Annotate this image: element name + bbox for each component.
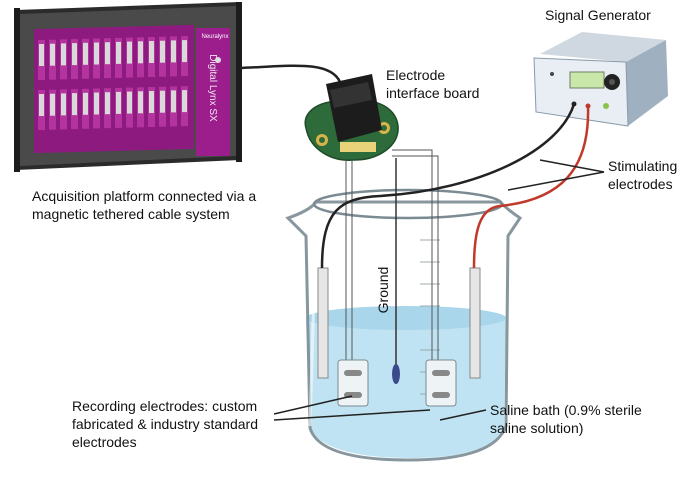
rack-module-connector <box>149 41 154 63</box>
rack-module-connector <box>83 92 88 115</box>
rack-module-connector <box>149 91 154 113</box>
device-logo-text: Neuralynx <box>201 34 228 40</box>
saline-label-line2: saline solution) <box>490 420 584 436</box>
electrode-board-label-line1: Electrode <box>386 67 446 83</box>
rack-module-connector <box>171 90 176 113</box>
rack-module-connector <box>39 44 44 66</box>
rack-module-connector <box>50 93 55 116</box>
rack-module-connector <box>105 42 110 65</box>
rack-module-connector <box>127 41 132 64</box>
electrode-board-label: Electrode interface board <box>386 66 479 102</box>
saline-label-line1: Saline bath (0.9% sterile <box>490 402 642 418</box>
stimulating-label-line1: Stimulating <box>608 158 678 174</box>
stimulating-label-line2: electrodes <box>608 176 673 192</box>
saline-bath-label: Saline bath (0.9% sterile saline solutio… <box>490 401 642 437</box>
rack-module-connector <box>61 43 66 66</box>
acquisition-platform: Digital Lynx SX Neuralynx <box>14 2 242 172</box>
rack-module-connector <box>127 91 132 114</box>
rack-module-connector <box>50 43 55 66</box>
recording-electrode-right <box>425 359 457 407</box>
stimulating-electrode-left <box>317 267 329 379</box>
rack-module-connector <box>83 42 88 65</box>
rack-module-connector <box>61 93 66 116</box>
rack-module-connector <box>171 40 176 63</box>
rack-module-connector <box>116 91 121 114</box>
stimulating-wire-red <box>472 105 590 269</box>
rack-module-connector <box>182 40 187 63</box>
signal-generator-label: Signal Generator <box>545 7 651 23</box>
recording-electrode-left <box>337 359 369 407</box>
power-button-icon <box>215 57 221 63</box>
generator-display <box>569 71 605 89</box>
recording-label-line3: electrodes <box>72 434 137 450</box>
saline-beaker <box>285 188 523 462</box>
stimulating-wire-black <box>320 103 576 269</box>
stimulating-electrode-right <box>469 267 481 379</box>
acquisition-label-line2: magnetic tethered cable system <box>32 206 230 222</box>
rack-module-connector <box>94 42 99 65</box>
saline-water <box>306 312 506 458</box>
rack-module-connector <box>94 92 99 115</box>
device-brand-text: Digital Lynx SX <box>207 54 218 122</box>
rack-module-connector <box>72 93 77 116</box>
recording-electrodes-label: Recording electrodes: custom fabricated … <box>72 397 258 451</box>
rack-module-slots <box>38 36 188 130</box>
rack-module-connector <box>138 91 143 114</box>
tether-cable <box>239 64 342 83</box>
ground-label: Ground <box>375 267 391 314</box>
rack-module-connector <box>138 41 143 64</box>
acquisition-label: Acquisition platform connected via a mag… <box>32 187 256 223</box>
stimulating-electrodes-label: Stimulating electrodes <box>608 157 677 193</box>
label-pointers <box>273 159 605 421</box>
rack-module-connector <box>105 92 110 115</box>
electrode-interface-board <box>304 74 399 161</box>
acquisition-label-line1: Acquisition platform connected via a <box>32 188 257 204</box>
signal-generator <box>533 32 668 127</box>
rack-module-connector <box>39 94 44 116</box>
rack-module-connector <box>160 90 165 113</box>
rack-module-connector <box>116 41 121 64</box>
generator-indicator-light <box>603 103 609 109</box>
recording-label-line1: Recording electrodes: custom <box>72 398 258 414</box>
recording-wires <box>345 149 439 360</box>
rack-module-connector <box>72 43 77 66</box>
rack-module-connector <box>182 90 187 113</box>
electrode-board-label-line2: interface board <box>386 85 480 101</box>
rack-module-connector <box>160 40 165 63</box>
recording-label-line2: fabricated & industry standard <box>72 416 258 432</box>
ground-electrode <box>392 158 400 384</box>
